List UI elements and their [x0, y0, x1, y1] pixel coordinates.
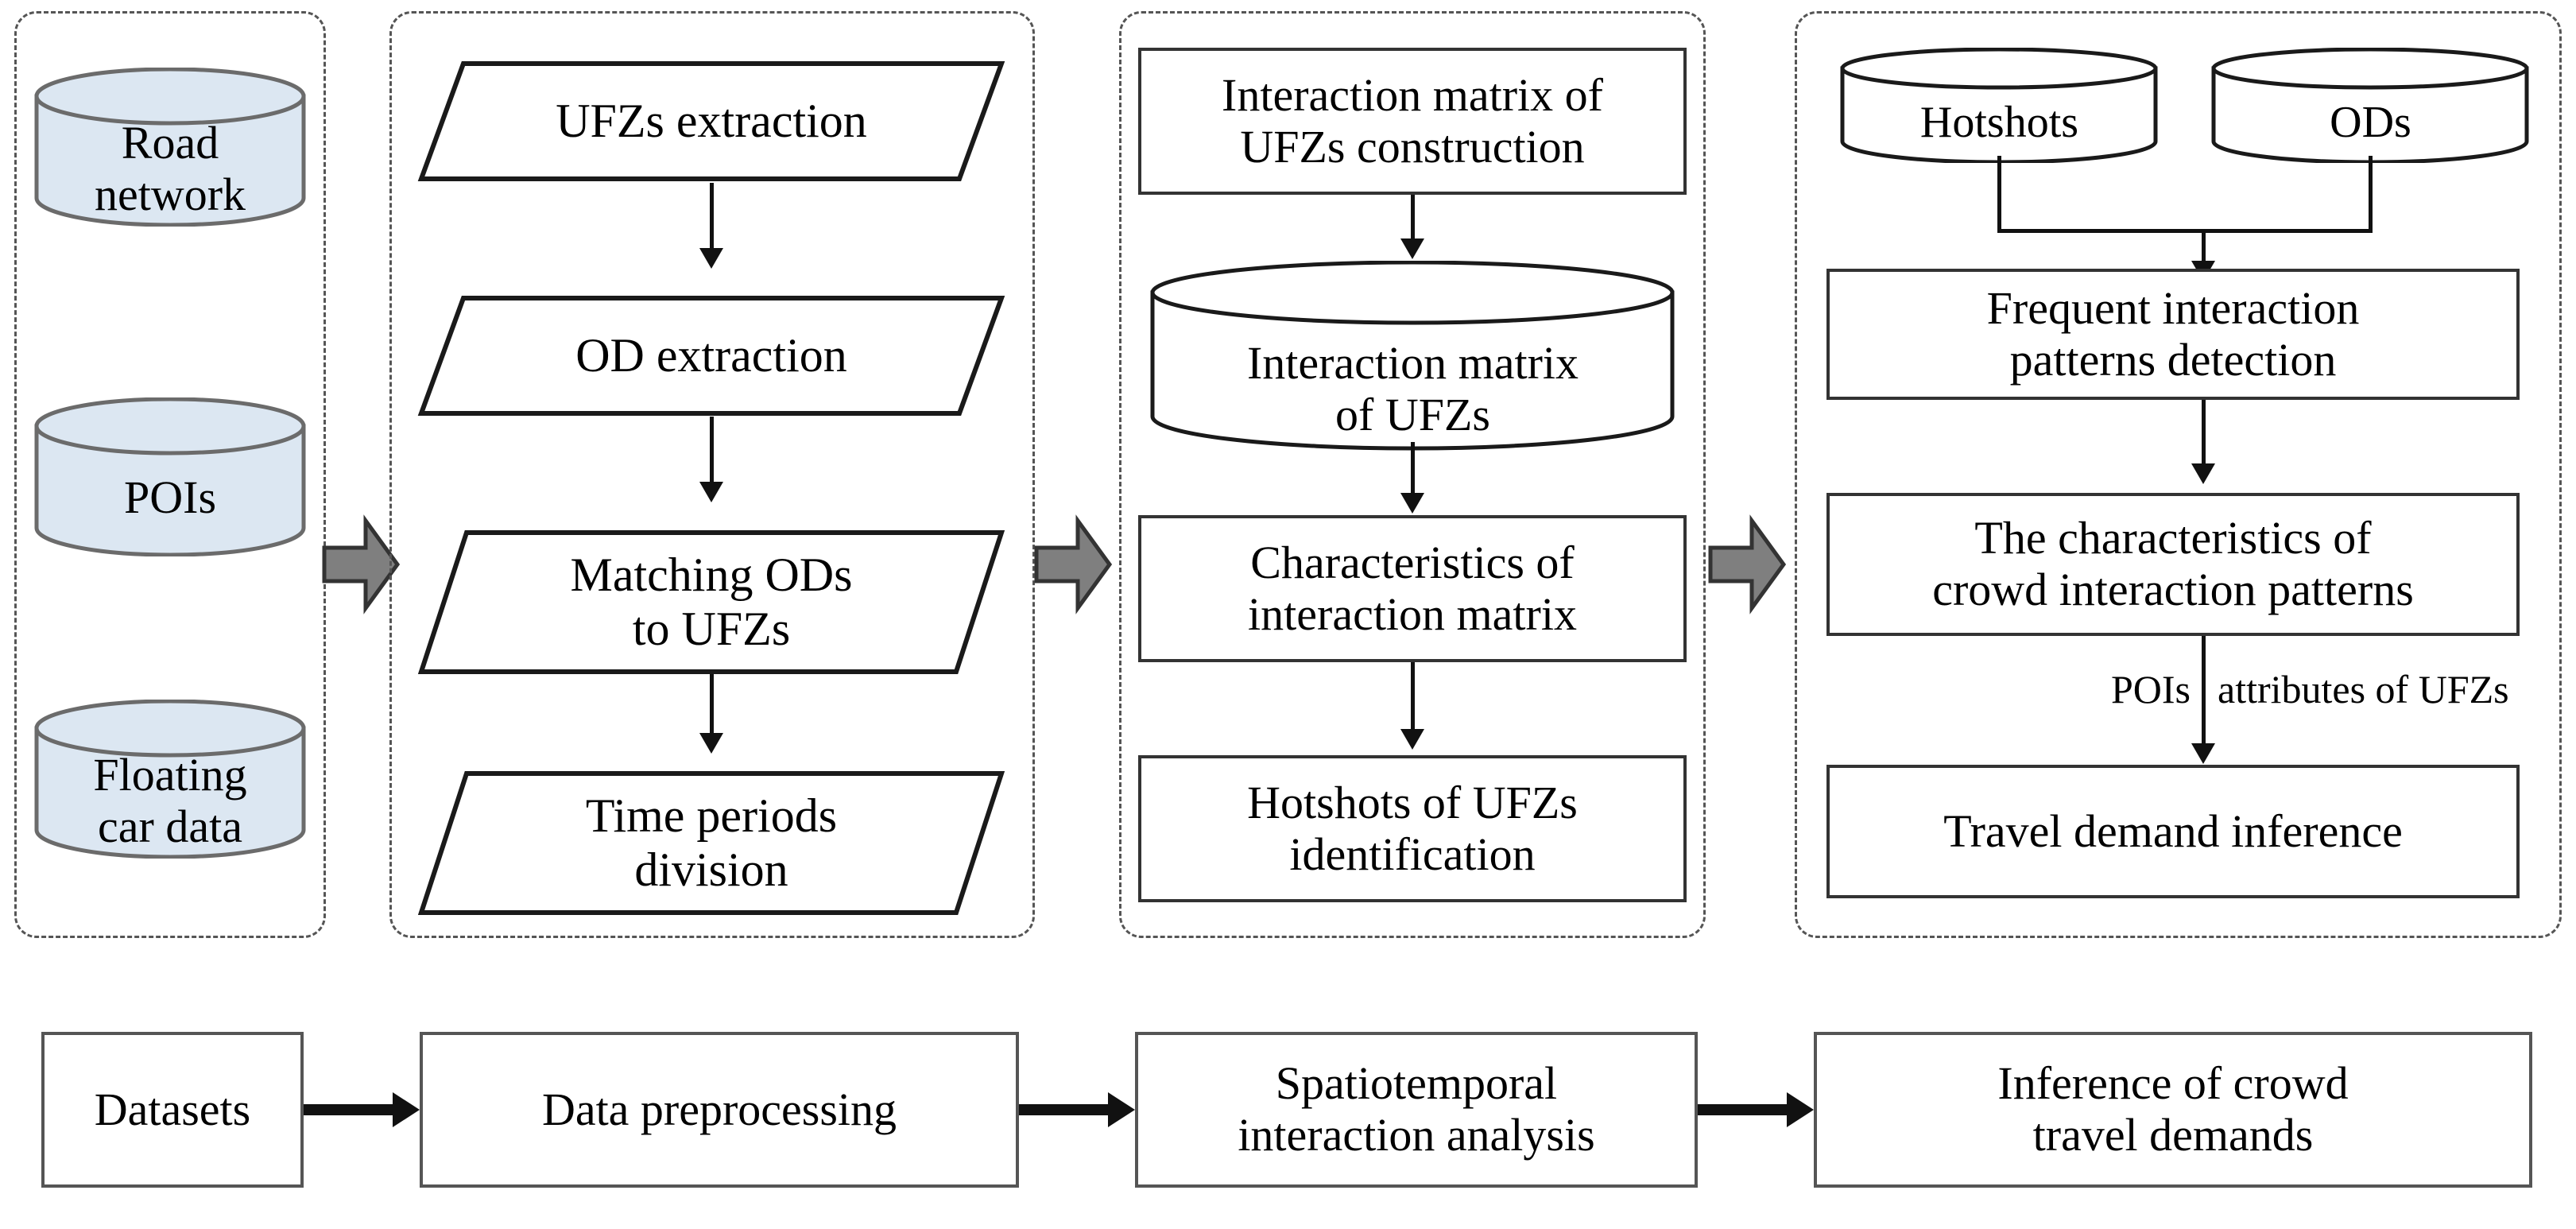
stage-arrow-1-icon	[321, 513, 401, 616]
legend-box-spatiotemporal-interaction-analysis: Spatiotemporal interaction analysis	[1135, 1032, 1698, 1188]
step-interaction-matrix-construction: Interaction matrix of UFZs construction	[1138, 48, 1687, 195]
arrow-head-icon	[2191, 463, 2215, 484]
step-time-periods-division: Time periods division	[417, 770, 1005, 917]
step-matching-ods-to-ufzs: Matching ODs to UFZs	[417, 529, 1005, 676]
connector-line	[710, 417, 714, 488]
connector-line	[1411, 442, 1415, 499]
step-ufzs-extraction: UFZs extraction	[417, 60, 1005, 183]
datasets-panel	[14, 11, 326, 938]
datastore-interaction-matrix-of-ufzs: Interaction matrix of UFZs	[1149, 261, 1677, 452]
connector-line	[710, 674, 714, 739]
legend-connector-3	[1698, 1104, 1793, 1115]
dataset-cylinder-road-network: Road network	[32, 68, 308, 227]
step-travel-demand-inference: Travel demand inference	[1826, 765, 2520, 898]
step-hotshots-of-ufzs-identification: Hotshots of UFZs identification	[1138, 755, 1687, 902]
stage-arrow-3-icon	[1707, 513, 1787, 616]
legend-box-inference-of-crowd-travel-demands: Inference of crowd travel demands	[1814, 1032, 2532, 1188]
dataset-cylinder-floating-car-data: Floating car data	[32, 700, 308, 859]
step-label: Travel demand inference	[1943, 804, 2403, 857]
arrow-head-icon	[393, 1092, 420, 1127]
legend-box-data-preprocessing: Data preprocessing	[420, 1032, 1019, 1188]
dataset-cylinder-pois: POIs	[32, 397, 308, 556]
edge-label-attributes-of-ufzs: attributes of UFZs	[2218, 667, 2509, 711]
arrow-head-icon	[1400, 238, 1424, 259]
merge-connector-right	[2369, 156, 2373, 232]
step-label: Characteristics of interaction matrix	[1248, 536, 1577, 640]
arrow-head-icon	[1400, 493, 1424, 514]
connector-line	[2202, 400, 2206, 470]
step-label: Hotshots of UFZs identification	[1247, 776, 1578, 880]
datastore-hotshots: Hotshots	[1838, 48, 2160, 163]
arrow-head-icon	[1787, 1092, 1814, 1127]
legend-connector-1	[304, 1104, 399, 1115]
step-frequent-interaction-patterns-detection: Frequent interaction patterns detection	[1826, 269, 2520, 400]
legend-label: Inference of crowd travel demands	[1997, 1057, 2349, 1161]
legend-box-datasets: Datasets	[41, 1032, 304, 1188]
step-label: Interaction matrix of UFZs construction	[1222, 68, 1603, 173]
arrow-head-icon	[1108, 1092, 1135, 1127]
step-label: Frequent interaction patterns detection	[1986, 281, 2360, 386]
inference-panel	[1795, 11, 2562, 938]
merge-connector-left	[1997, 156, 2001, 232]
connector-line	[1411, 662, 1415, 735]
step-characteristics-of-interaction-matrix: Characteristics of interaction matrix	[1138, 515, 1687, 662]
step-od-extraction: OD extraction	[417, 294, 1005, 417]
spatiotemporal-analysis-panel	[1119, 11, 1706, 938]
legend-label: Data preprocessing	[541, 1083, 897, 1135]
legend-connector-2	[1019, 1104, 1114, 1115]
arrow-head-icon	[2191, 743, 2215, 764]
edge-label-pois: POIs	[2110, 667, 2191, 711]
arrow-head-icon	[699, 482, 723, 502]
stage-arrow-2-icon	[1033, 513, 1113, 616]
connector-line	[2202, 636, 2206, 755]
legend-label: Datasets	[94, 1083, 251, 1135]
data-preprocessing-panel	[389, 11, 1035, 938]
arrow-head-icon	[699, 733, 723, 754]
merge-connector-stem	[2202, 229, 2206, 267]
legend-label: Spatiotemporal interaction analysis	[1238, 1057, 1595, 1161]
arrow-head-icon	[699, 248, 723, 269]
datastore-ods: ODs	[2210, 48, 2531, 163]
step-characteristics-of-crowd-interaction-patterns: The characteristics of crowd interaction…	[1826, 493, 2520, 636]
connector-line	[1411, 195, 1415, 246]
connector-line	[710, 183, 714, 254]
arrow-head-icon	[1400, 729, 1424, 750]
merge-connector-bar	[1997, 229, 2373, 233]
step-label: The characteristics of crowd interaction…	[1932, 512, 2414, 615]
